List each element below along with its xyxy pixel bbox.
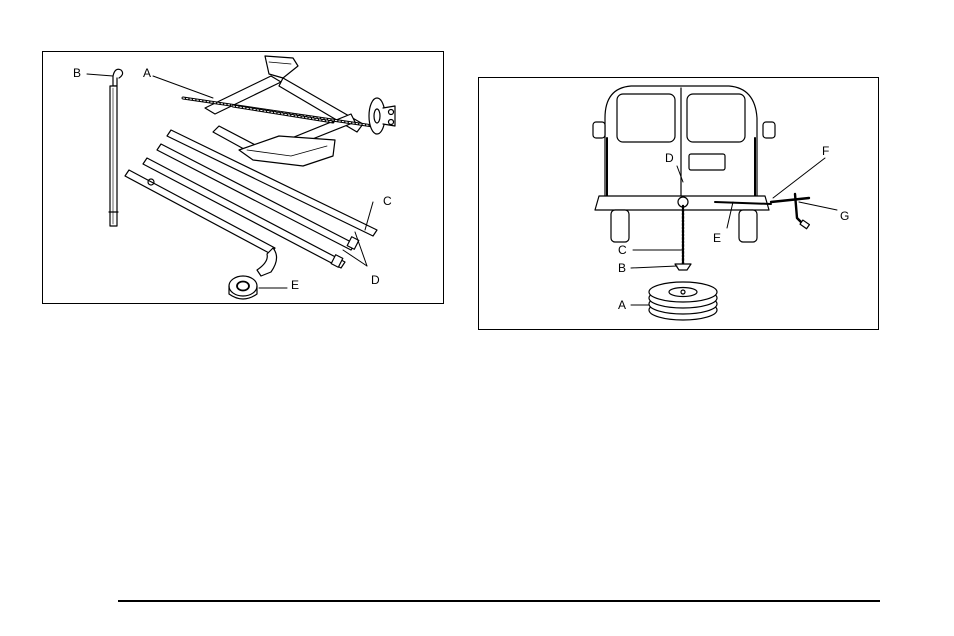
callout-e: E <box>291 279 299 291</box>
spare-tire-illustration <box>479 78 880 331</box>
callout-g: G <box>840 210 849 222</box>
callout-a: A <box>618 299 626 311</box>
jack-tools-figure: B A C D E <box>42 51 444 304</box>
callout-e: E <box>713 232 721 244</box>
callout-c: C <box>618 244 627 256</box>
jack-handle-drawing <box>109 69 123 226</box>
jack-tools-illustration <box>43 52 445 305</box>
callout-b: B <box>618 262 626 274</box>
footer-rule <box>118 600 880 602</box>
spare-tire-drawing <box>649 206 717 320</box>
callout-d: D <box>665 152 674 164</box>
scissor-jack-drawing <box>183 56 395 166</box>
callout-d: D <box>371 274 380 286</box>
callout-a: A <box>143 67 151 79</box>
callout-f: F <box>822 145 829 157</box>
spare-tire-figure: D E F G C B A <box>478 77 879 330</box>
callout-c: C <box>383 195 392 207</box>
callout-b: B <box>73 67 81 79</box>
